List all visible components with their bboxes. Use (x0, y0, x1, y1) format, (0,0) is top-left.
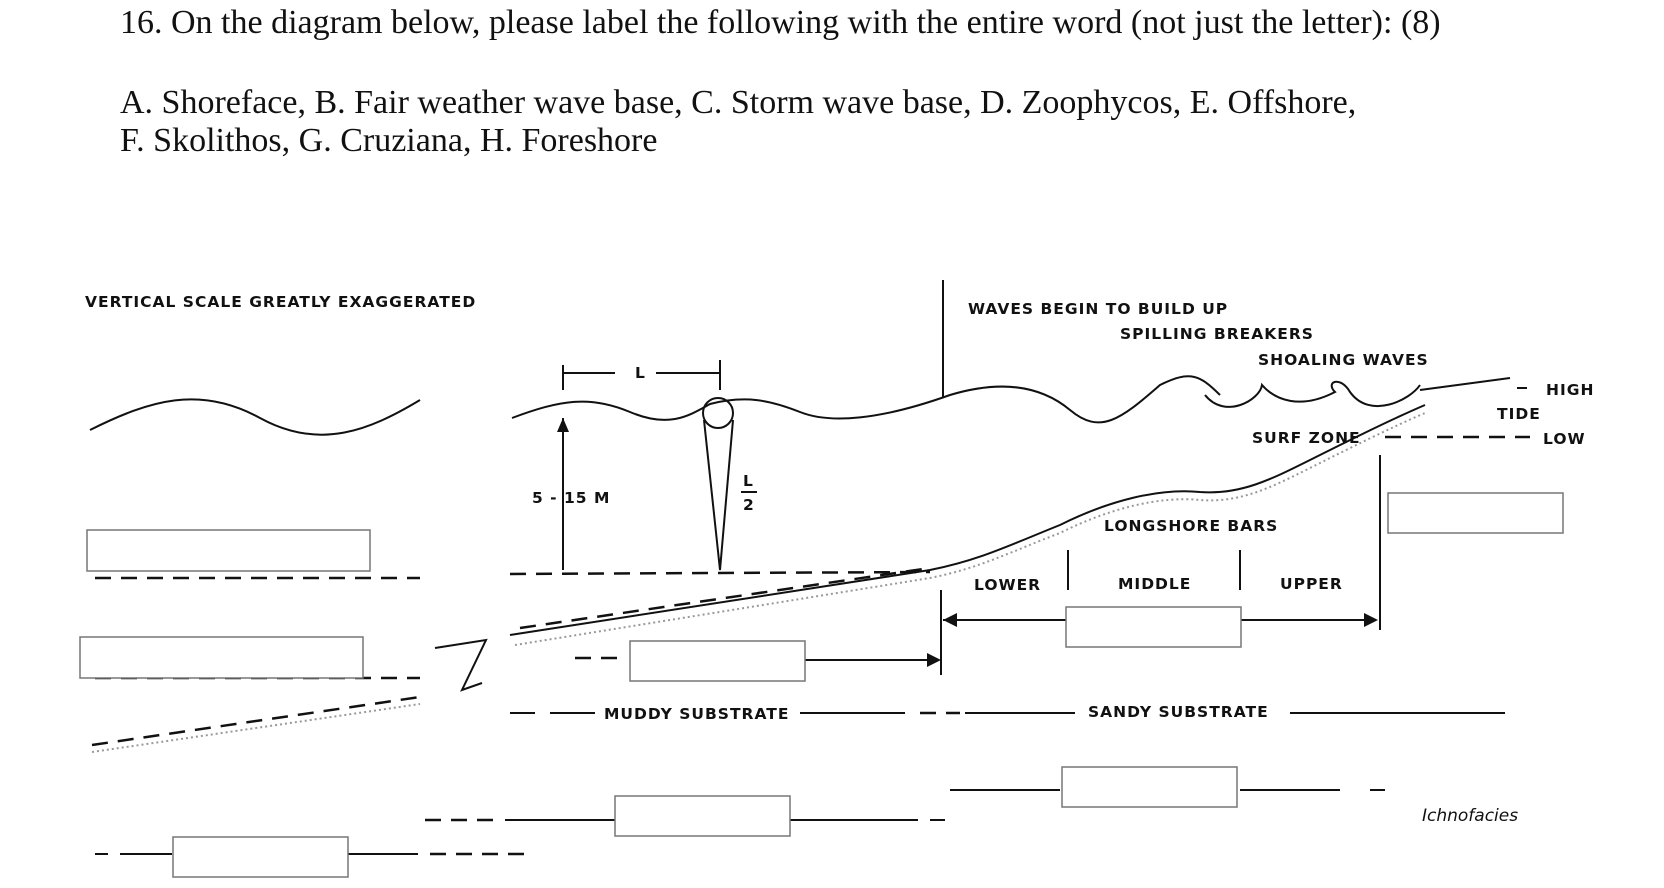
surf-zone-label: SURF ZONE (1252, 429, 1361, 447)
sand-stipple (514, 412, 1426, 646)
high-tide-label: HIGH (1546, 381, 1594, 399)
shoreface-arrow-left (943, 613, 957, 627)
half-wavelength-denominator: 2 (743, 496, 755, 514)
shoaling-waves-label: SHOALING WAVES (1258, 351, 1429, 369)
ichnofacies-label: Ichnofacies (1422, 806, 1518, 826)
muddy-substrate-label: MUDDY SUBSTRATE (604, 705, 789, 723)
answer-box-3[interactable] (629, 640, 806, 682)
high-tide-line (1419, 377, 1511, 391)
orbital-decay-cone (703, 419, 734, 571)
break-symbol (434, 638, 488, 692)
sandy-substrate-label: SANDY SUBSTRATE (1088, 703, 1269, 721)
low-tide-label: LOW (1543, 430, 1586, 448)
depth-label: 5 - 15 M (532, 489, 610, 507)
sea-floor-profile (509, 404, 1426, 636)
question-title: 16. On the diagram below, please label t… (120, 4, 1441, 41)
half-wavelength-numerator: L (743, 472, 754, 490)
orbital-circle (702, 397, 734, 429)
answer-options-line-2: F. Skolithos, G. Cruziana, H. Foreshore (120, 122, 658, 159)
answer-box-5[interactable] (1387, 492, 1564, 534)
upper-shoreface-label: UPPER (1280, 575, 1343, 593)
sea-surface-wave (511, 375, 1221, 424)
spilling-breakers-label: SPILLING BREAKERS (1120, 325, 1314, 343)
tide-label: TIDE (1497, 405, 1541, 423)
answer-box-1[interactable] (86, 529, 371, 572)
answer-options-line-1: A. Shoreface, B. Fair weather wave base,… (120, 84, 1357, 121)
vertical-scale-note: VERTICAL SCALE GREATLY EXAGGERATED (85, 293, 476, 311)
fair-weather-wave-base (509, 570, 931, 576)
answer-box-4[interactable] (1065, 606, 1242, 648)
seafloor-stipple-lower (91, 703, 421, 753)
longshore-bars-label: LONGSHORE BARS (1104, 517, 1278, 535)
wavelength-label: L (635, 364, 646, 382)
left-wave (89, 398, 421, 436)
breaking-waves (1204, 380, 1421, 408)
depth-arrow-head (557, 418, 569, 432)
answer-box-7[interactable] (614, 795, 791, 837)
waves-build-label: WAVES BEGIN TO BUILD UP (968, 300, 1228, 318)
lower-shoreface-label: LOWER (974, 576, 1041, 594)
answer-box-6[interactable] (1061, 766, 1238, 808)
middle-shoreface-label: MIDDLE (1118, 575, 1191, 593)
answer-box-8[interactable] (172, 836, 349, 878)
seafloor-hatch-upper (519, 566, 931, 630)
seafloor-hatch-lower (91, 695, 421, 747)
answer-box-2[interactable] (79, 636, 364, 679)
offshore-arrow-head (927, 653, 941, 667)
shoreface-arrow-right (1364, 613, 1378, 627)
